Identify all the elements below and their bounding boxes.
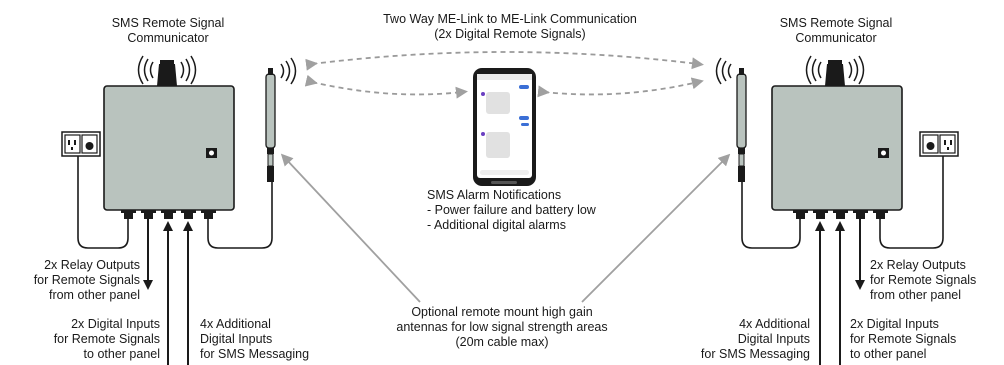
antenna-note-arrows: [280, 153, 731, 303]
left-cable-glands: [121, 210, 216, 219]
left-power-outlet-icon: [61, 131, 101, 157]
left-built-in-antenna: [157, 64, 177, 86]
right-built-in-antenna: [825, 64, 845, 86]
left-unit: [61, 55, 297, 365]
link-label: Two Way ME-Link to ME-Link Communication…: [383, 12, 637, 41]
right-antenna-cable: [741, 182, 801, 249]
right-unit: [715, 55, 959, 365]
right-signal-waves-icon: [805, 55, 865, 85]
antenna-note-arrow-left: [280, 153, 421, 303]
link-arrow-left-phone: [304, 74, 468, 99]
antenna-note-arrow-right: [581, 153, 731, 303]
sms-message-bubbles: [481, 85, 529, 158]
phone-icon: [473, 68, 536, 186]
link-arrows: [304, 51, 704, 99]
sms-alarm-label: SMS Alarm Notifications- Power failure a…: [427, 188, 596, 232]
left-antenna-cable: [207, 182, 273, 249]
left-signal-waves-icon: [137, 55, 197, 85]
link-arrow-top: [305, 51, 704, 71]
right-power-cable: [879, 156, 944, 249]
left-remote-antenna-icon: [265, 57, 297, 182]
right-cable-glands: [793, 210, 888, 219]
link-arrow-right-phone: [537, 77, 704, 98]
right-remote-antenna-icon: [715, 57, 747, 182]
right-power-outlet-icon: [919, 131, 959, 157]
left-power-cable: [77, 156, 129, 249]
